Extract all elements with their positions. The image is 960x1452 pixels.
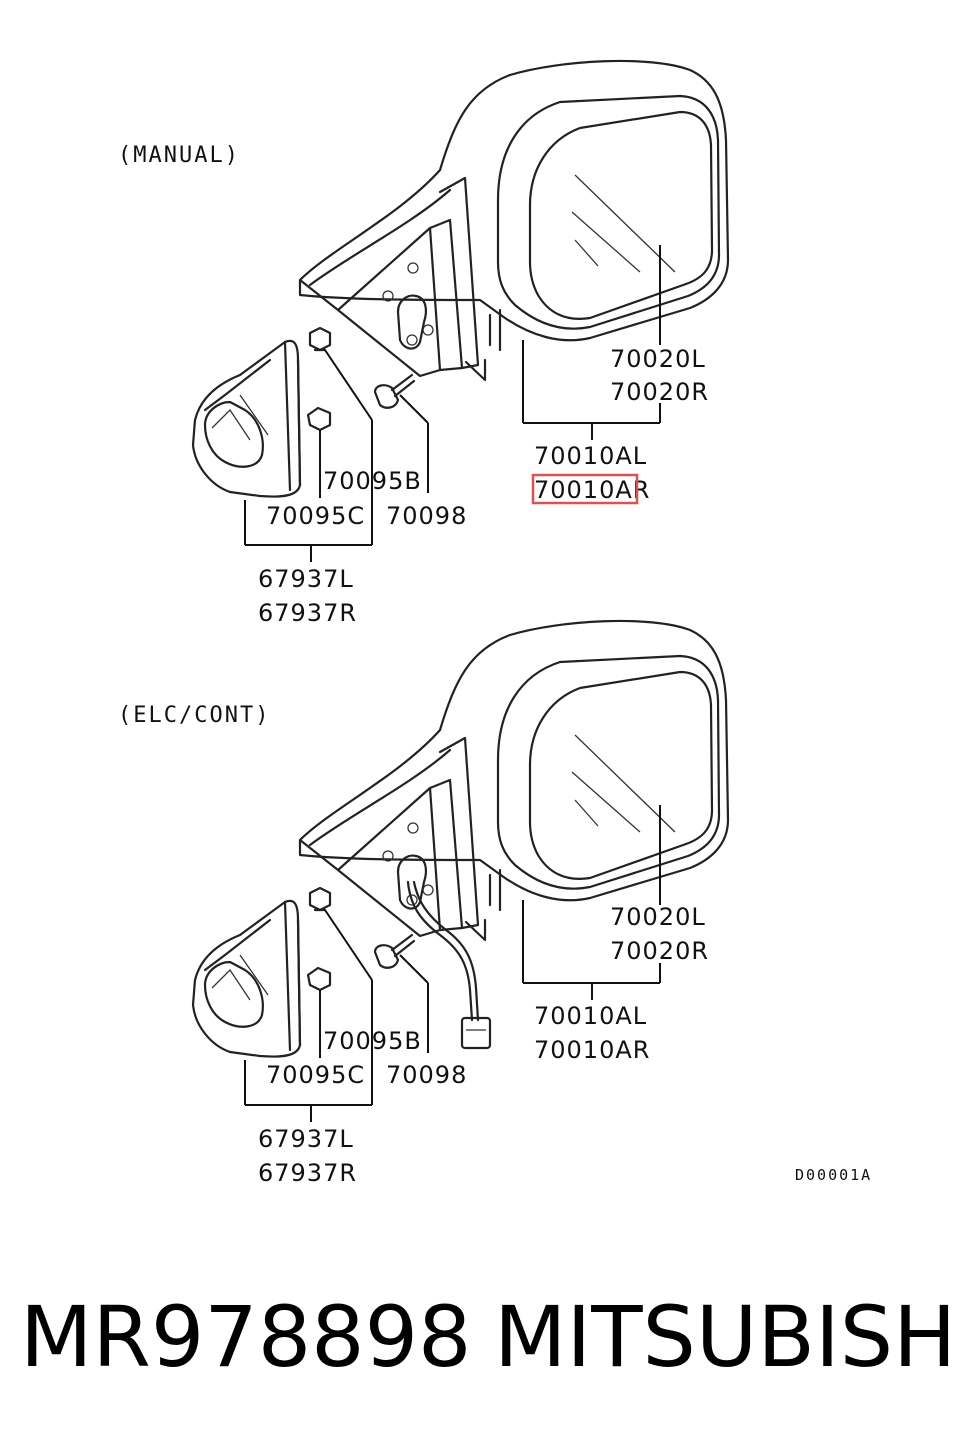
label-clip-c: 70095C	[266, 1061, 365, 1089]
label-mirror-glass-l: 70020L	[610, 903, 706, 931]
label-cover-r: 67937R	[258, 599, 357, 627]
label-clip-c: 70095C	[266, 502, 365, 530]
label-mirror-assy-l: 70010AL	[534, 442, 647, 470]
label-screw: 70098	[386, 1061, 467, 1089]
section-title-manual: (MANUAL)	[118, 143, 240, 168]
section-title-elc-cont: (ELC/CONT)	[118, 703, 270, 728]
label-cover-r: 67937R	[258, 1159, 357, 1187]
label-clip-b: 70095B	[323, 1027, 422, 1055]
manual-section: (MANUAL) 70020L 70020R 70010AL 70010AR 7…	[118, 59, 730, 627]
label-screw: 70098	[386, 502, 467, 530]
wire-harness	[406, 880, 474, 1022]
label-mirror-glass-r: 70020R	[610, 937, 709, 965]
connector	[460, 1016, 492, 1050]
label-clip-b: 70095B	[323, 467, 422, 495]
label-mirror-glass-l: 70020L	[610, 345, 706, 373]
label-cover-l: 67937L	[258, 565, 354, 593]
label-cover-l: 67937L	[258, 1125, 354, 1153]
part-number: MR978898	[20, 1288, 472, 1386]
label-mirror-assy-l: 70010AL	[534, 1002, 647, 1030]
elc-cont-section: (ELC/CONT) 70020L 70020R 70010AL 70010AR…	[118, 619, 730, 1187]
diagram-code: D00001A	[795, 1166, 872, 1184]
highlight-box	[531, 473, 639, 505]
label-mirror-assy-r: 70010AR	[534, 476, 650, 504]
brand-name: MITSUBISHI	[494, 1288, 960, 1386]
label-mirror-glass-r: 70020R	[610, 378, 709, 406]
label-mirror-assy-r: 70010AR	[534, 1036, 650, 1064]
